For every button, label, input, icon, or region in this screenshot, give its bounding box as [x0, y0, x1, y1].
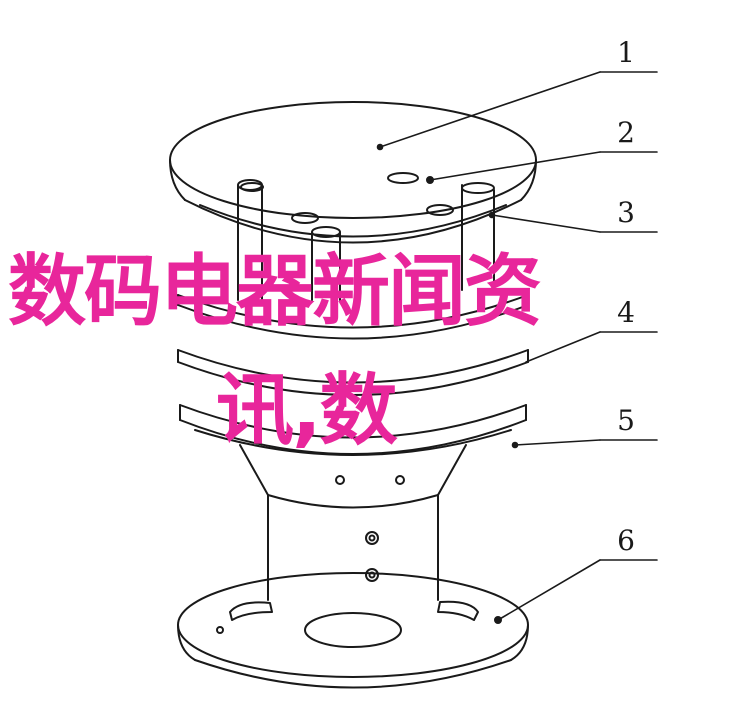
lower-body [239, 444, 467, 601]
callout-label-5: 5 [617, 404, 635, 437]
leader-lines [376, 71, 658, 624]
callout-label-2: 2 [617, 116, 635, 149]
callout-label-4: 4 [617, 296, 635, 329]
base-plate [177, 572, 529, 689]
shield-plates [177, 294, 529, 456]
callout-label-6: 6 [617, 524, 635, 557]
support-posts [237, 179, 495, 301]
callout-label-1: 1 [617, 36, 635, 69]
callout-label-3: 3 [617, 196, 635, 229]
